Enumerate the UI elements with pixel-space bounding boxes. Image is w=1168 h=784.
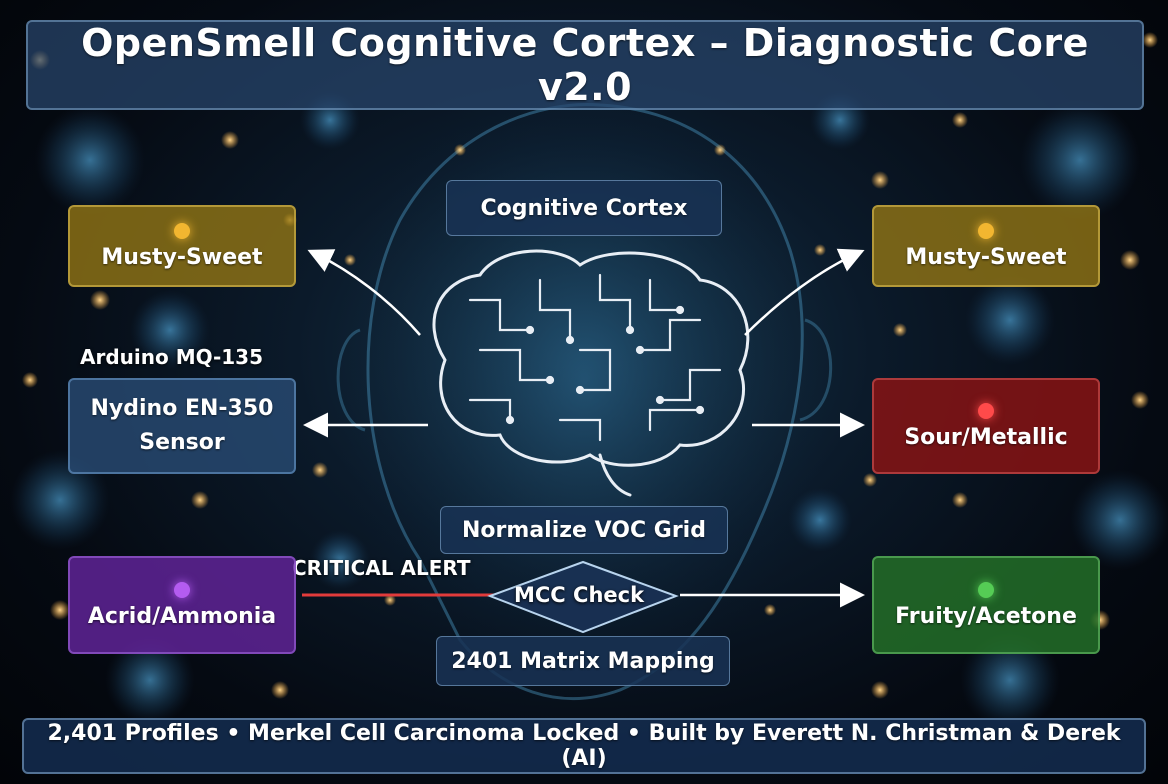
node-fruity-acetone: Fruity/Acetone (872, 556, 1100, 654)
musty-dot-icon (978, 222, 994, 239)
critical-alert-label: CRITICAL ALERT (292, 556, 471, 580)
mcc-check-label: MCC Check (514, 583, 645, 607)
node-label: Fruity/Acetone (895, 603, 1077, 629)
node-label: Acrid/Ammonia (87, 603, 277, 629)
cognitive-cortex-label: Cognitive Cortex (446, 180, 722, 236)
title-text: OpenSmell Cognitive Cortex – Diagnostic … (81, 21, 1089, 109)
connector-arrows (303, 248, 865, 608)
node-acrid-ammonia: Acrid/Ammonia (68, 556, 296, 654)
circuit-brain-icon (432, 249, 750, 497)
footer-text: 2,401 Profiles • Merkel Cell Carcinoma L… (47, 721, 1121, 771)
matrix-mapping-label: 2401 Matrix Mapping (436, 636, 730, 686)
sour-dot-icon (978, 402, 994, 419)
node-label: Sour/Metallic (904, 424, 1068, 450)
normalize-text: Normalize VOC Grid (462, 517, 706, 543)
sensor-line1: Nydino EN-350 (90, 396, 274, 421)
node-label: Musty-Sweet (101, 244, 263, 270)
node-sour-metallic: Sour/Metallic (872, 378, 1100, 474)
sensor-line2: Sensor (139, 430, 225, 455)
page-title: OpenSmell Cognitive Cortex – Diagnostic … (26, 20, 1144, 110)
fruity-dot-icon (978, 581, 994, 598)
footer-bar: 2,401 Profiles • Merkel Cell Carcinoma L… (22, 718, 1146, 774)
mcc-check-diamond (487, 560, 679, 634)
node-musty-sweet-right: Musty-Sweet (872, 205, 1100, 287)
node-label: Musty-Sweet (905, 244, 1067, 270)
node-musty-sweet-left: Musty-Sweet (68, 205, 296, 287)
cortex-text: Cognitive Cortex (480, 195, 688, 221)
acrid-dot-icon (174, 581, 190, 598)
normalize-voc-grid-label: Normalize VOC Grid (440, 506, 728, 554)
matrix-text: 2401 Matrix Mapping (451, 648, 715, 674)
sensor-caption: Arduino MQ-135 (80, 345, 264, 369)
musty-dot-icon (174, 222, 190, 239)
sensor-box: Nydino EN-350 Sensor (68, 378, 296, 474)
